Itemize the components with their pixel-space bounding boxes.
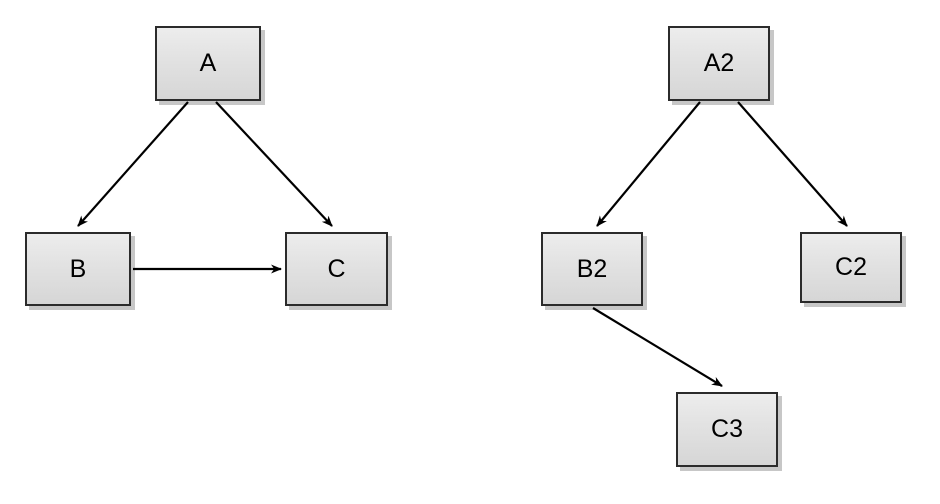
node-b-label: B (69, 254, 87, 283)
node-b[interactable]: B (25, 232, 131, 306)
node-b2[interactable]: B2 (541, 232, 643, 306)
node-a[interactable]: A (155, 26, 261, 101)
node-c-label: C (327, 254, 346, 283)
edge-a2-to-c2 (737, 101, 848, 227)
edge-a2-to-b2 (596, 101, 701, 227)
node-b2-label: B2 (576, 254, 608, 283)
node-c[interactable]: C (285, 232, 388, 306)
node-c2-label: C2 (835, 253, 867, 281)
edge-a-to-c (215, 101, 333, 227)
node-a2[interactable]: A2 (668, 26, 770, 101)
node-c3-label: C3 (711, 415, 743, 443)
node-c2[interactable]: C2 (800, 232, 902, 303)
edge-b2-to-c3 (592, 307, 723, 387)
edge-a-to-b (77, 101, 189, 227)
node-c3[interactable]: C3 (676, 392, 778, 467)
node-a2-label: A2 (703, 49, 735, 77)
node-a-label: A (199, 49, 217, 77)
